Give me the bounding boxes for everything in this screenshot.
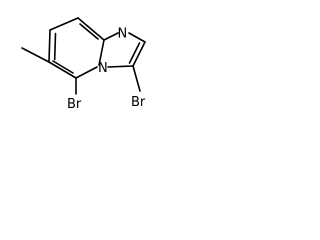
bond-c6-c5 bbox=[48, 61, 77, 79]
bond-c8-c7 bbox=[49, 17, 79, 31]
bond-c6-methyl bbox=[21, 47, 50, 63]
chemical-structure: N N Br Br bbox=[21, 17, 146, 112]
atom-br-c5: Br bbox=[67, 97, 82, 112]
substituent-bonds bbox=[21, 47, 141, 95]
pyridine-ring bbox=[48, 17, 105, 79]
bond-c5-c6-inner bbox=[52, 60, 74, 74]
bond-c3-br bbox=[132, 65, 141, 92]
bond-c7-c6-inner bbox=[53, 32, 57, 61]
atom-n-imidazole: N bbox=[118, 27, 128, 42]
bond-c8-c8a-inner bbox=[79, 23, 99, 40]
bond-c2-c3 bbox=[132, 41, 146, 67]
atom-n-bridgehead: N bbox=[98, 61, 108, 76]
atom-br-c3: Br bbox=[131, 95, 146, 110]
bond-n4-c8a bbox=[98, 39, 105, 66]
bond-c5-n4 bbox=[75, 66, 98, 79]
imidazole-ring bbox=[103, 32, 146, 68]
bond-n1-c2 bbox=[128, 32, 146, 43]
bond-c7-c6 bbox=[48, 29, 51, 63]
bond-c8a-c8 bbox=[77, 17, 105, 41]
bond-c8a-n1 bbox=[103, 32, 119, 41]
bond-c3-n4 bbox=[107, 65, 134, 68]
bond-c2-c3-inner bbox=[128, 42, 141, 64]
